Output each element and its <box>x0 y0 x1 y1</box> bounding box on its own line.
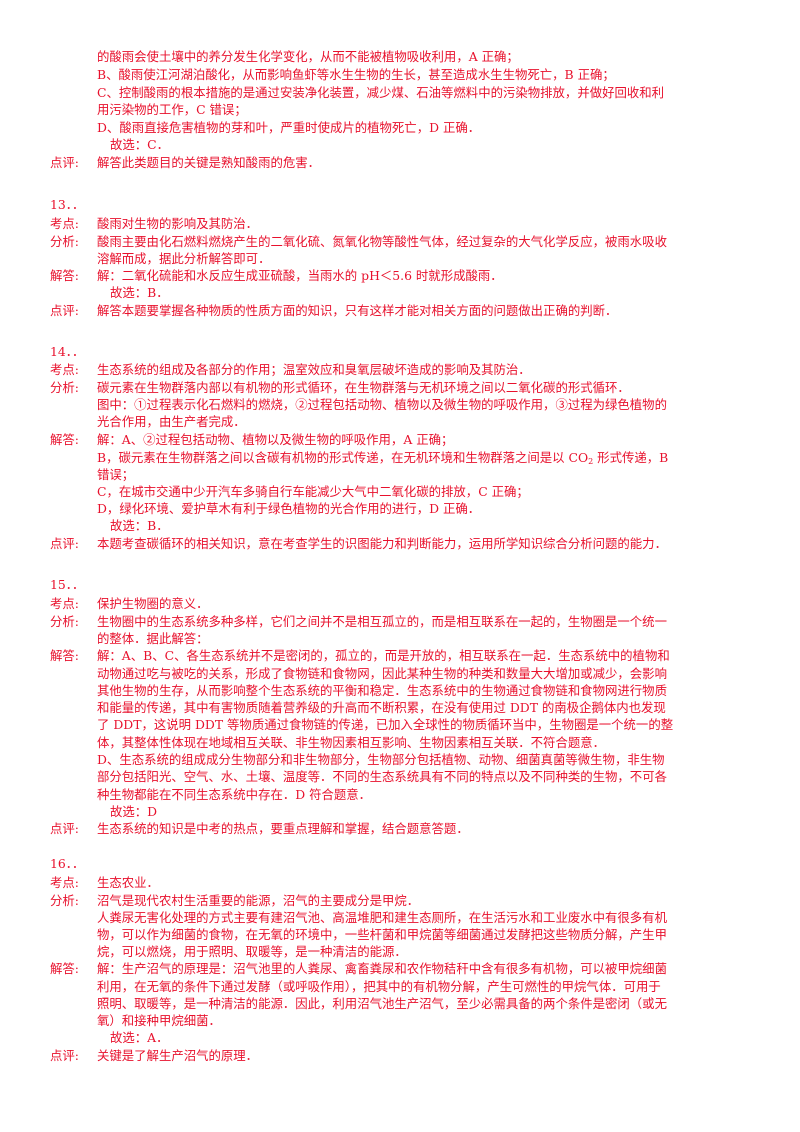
text-line: 氧）和接种甲烷细菌． <box>97 1013 221 1028</box>
subscript: 2 <box>588 457 594 466</box>
text-line: 溶解而成，据此分析解答即可． <box>97 251 271 266</box>
kaodian-label: 考点: <box>50 875 79 890</box>
text-fragment: B，碳元素在生物群落之间以含碳有机物的形式传递，在无机环境和生物群落之间是以 C… <box>97 450 589 465</box>
question-number: 15．． <box>50 577 85 592</box>
dianping-label: 点评: <box>50 1048 79 1063</box>
text-line: B、酸雨使江河湖泊酸化，从而影响鱼虾等水生生物的生长，甚至造成水生生物死亡，B … <box>97 67 615 82</box>
text-line: 和能量的传递，其中有害物质随着营养级的升高而不断积累，在没有使用过 DDT 的南… <box>97 700 666 715</box>
text-line: 利用，在无氧的条件下通过发酵（或呼吸作用），把其中的有机物分解，产生可燃性的甲烷… <box>97 979 661 994</box>
text-line: 故选：A． <box>110 1030 169 1045</box>
jieda-label: 解答: <box>50 432 79 447</box>
text-line: 解：二氧化硫能和水反应生成亚硫酸，当雨水的 pH＜5.6 时就形成酸雨． <box>97 268 503 283</box>
fenxi-label: 分析: <box>50 234 79 249</box>
question-number: 16．． <box>50 856 85 871</box>
text-line: 故选：B． <box>110 285 169 300</box>
text-line: D、酸雨直接危害植物的芽和叶，严重时使成片的植物死亡，D 正确． <box>97 120 481 135</box>
kaodian-label: 考点: <box>50 596 79 611</box>
jieda-label: 解答: <box>50 268 79 283</box>
text-line: C、控制酸雨的根本措施的是通过安装净化装置，减少煤、石油等燃料中的污染物排放，并… <box>97 85 665 100</box>
text-line: 的酸雨会使土壤中的养分发生化学变化，从而不能被植物吸收利用，A 正确； <box>97 49 519 64</box>
text-line: 部分包括阳光、空气、水、土壤、温度等．不同的生态系统具有不同的特点以及不同种类的… <box>97 769 667 784</box>
text-line: 动物通过吃与被吃的关系，形成了食物链和食物网，因此某种生物的种类和数量大大增加或… <box>97 666 667 681</box>
dianping-label: 点评: <box>50 821 79 836</box>
dianping-label: 点评: <box>50 155 79 170</box>
text-line: 错误； <box>97 467 135 482</box>
text-line: 故选：C． <box>110 137 170 152</box>
text-line: 酸雨主要由化石燃料燃烧产生的二氧化硫、氮氧化物等酸性气体，经过复杂的大气化学反应… <box>97 234 667 249</box>
question-number: 14．． <box>50 344 85 359</box>
text-line: 照明、取暖等，是一种清洁的能源．因此，利用沼气池生产沼气，至少必需具备的两个条件… <box>97 996 667 1011</box>
text-line: D，绿化环境、爱护草木有利于绿色植物的光合作用的进行，D 正确． <box>97 501 481 516</box>
jieda-label: 解答: <box>50 648 79 663</box>
fenxi-label: 分析: <box>50 614 79 629</box>
text-line: 保护生物圈的意义． <box>97 596 209 611</box>
text-line: 故选：B． <box>110 518 169 533</box>
text-line: 碳元素在生物群落内部以有机物的形式循环，在生物群落与无机环境之间以二氧化碳的形式… <box>97 380 630 395</box>
text-line: D、生态系统的组成成分生物部分和非生物部分，生物部分包括植物、动物、细菌真菌等微… <box>97 752 665 767</box>
text-line: 的整体．据此解答： <box>97 631 209 646</box>
text-line: 解答此类题目的关键是熟知酸雨的危害． <box>97 155 321 170</box>
text-line: 生态系统的组成及各部分的作用；温室效应和臭氧层破坏造成的影响及其防治． <box>97 362 531 377</box>
text-line: 种生物都能在不同生态系统中存在．D 符合题意． <box>97 787 372 802</box>
dianping-label: 点评: <box>50 536 79 551</box>
text-line: 解答本题要掌握各种物质的性质方面的知识，只有这样才能对相关方面的问题做出正确的判… <box>97 303 618 318</box>
text-line: 关键是了解生产沼气的原理． <box>97 1048 259 1063</box>
text-line: 物，可以作为细菌的食物，在无氧的环境中，一些杆菌和甲烷菌等细菌通过发酵把这些物质… <box>97 927 667 942</box>
fenxi-label: 分析: <box>50 893 79 908</box>
text-line: 用污染物的工作，C 错误； <box>97 102 247 117</box>
text-line: 生态农业． <box>97 875 159 890</box>
text-line: 解：生产沼气的原理是：沼气池里的人粪尿、禽畜粪尿和农作物秸秆中含有很多有机物，可… <box>97 961 667 976</box>
text-fragment: 形式传递，B <box>593 450 669 465</box>
text-line: 其他生物的生存，从而影响整个生态系统的平衡和稳定．生态系统中的生物通过食物链和食… <box>97 683 667 698</box>
text-line: 了 DDT，这说明 DDT 等物质通过食物链的传递，已加入全球性的物质循环当中，… <box>97 717 674 732</box>
text-line: 生物圈中的生态系统多种多样，它们之间并不是相互孤立的，而是相互联系在一起的，生物… <box>97 614 667 629</box>
text-line: 体，其整体性体现在地域相互关联、非生物因素相互影响、生物因素相互关联．不符合题意… <box>97 735 606 750</box>
text-line: B，碳元素在生物群落之间以含碳有机物的形式传递，在无机环境和生物群落之间是以 C… <box>97 449 668 470</box>
text-line: 烷，可以燃烧，用于照明、取暖等，是一种清洁的能源． <box>97 944 407 959</box>
dianping-label: 点评: <box>50 303 79 318</box>
text-line: 本题考查碳循环的相关知识，意在考查学生的识图能力和判断能力，运用所学知识综合分析… <box>97 536 667 551</box>
fenxi-label: 分析: <box>50 380 79 395</box>
text-line: 解：A、②过程包括动物、植物以及微生物的呼吸作用，A 正确； <box>97 432 454 447</box>
text-line: 光合作用，由生产者完成． <box>97 414 246 429</box>
text-line: 沼气是现代农村生活重要的能源，沼气的主要成分是甲烷． <box>97 893 420 908</box>
kaodian-label: 考点: <box>50 216 79 231</box>
text-line: C，在城市交通中少开汽车多骑自行车能减少大气中二氧化碳的排放，C 正确； <box>97 484 529 499</box>
jieda-label: 解答: <box>50 961 79 976</box>
text-line: 生态系统的知识是中考的热点，要重点理解和掌握，结合题意答题． <box>97 821 469 836</box>
question-number: 13．． <box>50 197 85 212</box>
kaodian-label: 考点: <box>50 362 79 377</box>
text-line: 故选：D <box>110 804 158 819</box>
text-line: 酸雨对生物的影响及其防治． <box>97 216 259 231</box>
text-line: 图中：①过程表示化石燃料的燃烧，②过程包括动物、植物以及微生物的呼吸作用，③过程… <box>97 397 667 412</box>
text-line: 解：A、B、C、各生态系统并不是密闭的，孤立的，而是开放的，相互联系在一起．生态… <box>97 648 670 663</box>
text-line: 人粪尿无害化处理的方式主要有建沼气池、高温堆肥和建生态厕所，在生活污水和工业废水… <box>97 910 667 925</box>
